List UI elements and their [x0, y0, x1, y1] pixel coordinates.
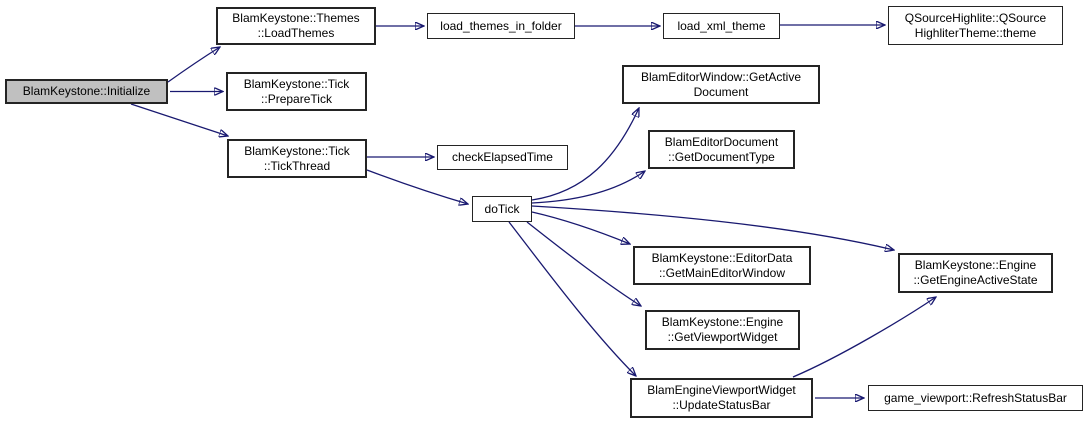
node-get-main-editor-window[interactable]: BlamKeystone::EditorData ::GetMainEditor…: [633, 246, 811, 285]
edge-initialize-load_themes: [167, 47, 220, 83]
node-refresh-status-bar[interactable]: game_viewport::RefreshStatusBar: [868, 385, 1083, 411]
node-tick-thread[interactable]: BlamKeystone::Tick ::TickThread: [227, 139, 367, 178]
node-label: BlamEditorDocument: [664, 134, 779, 149]
node-label: ::UpdateStatusBar: [672, 398, 771, 412]
edge-do_tick-get_main_editor_window: [531, 211, 630, 244]
node-load-xml-theme[interactable]: load_xml_theme: [663, 13, 780, 39]
node-label: ::TickThread: [263, 158, 331, 173]
node-label: load_xml_theme: [677, 18, 766, 33]
edge-do_tick-get_document_type: [531, 171, 645, 204]
node-label: ::GetEngineActiveState: [913, 273, 1038, 287]
edge-initialize-tick_thread: [130, 103, 228, 136]
node-label: BlamKeystone::Tick: [244, 143, 350, 158]
node-label: ::GetDocumentType: [668, 149, 775, 164]
node-label: BlamKeystone::Initialize: [22, 84, 151, 98]
node-label: ::LoadThemes: [257, 26, 335, 40]
node-label: Document: [693, 84, 749, 99]
edge-update_status_bar-get_engine_active_state: [792, 297, 936, 378]
node-initialize[interactable]: BlamKeystone::Initialize: [5, 79, 168, 104]
node-prepare-tick[interactable]: BlamKeystone::Tick ::PrepareTick: [226, 72, 367, 111]
node-label: doTick: [484, 201, 520, 216]
node-label: BlamKeystone::Engine: [661, 315, 784, 329]
node-label: checkElapsedTime: [452, 150, 553, 164]
node-load-themes-in-folder[interactable]: load_themes_in_folder: [427, 13, 575, 39]
edge-do_tick-get_active_document: [531, 108, 639, 201]
node-get-document-type[interactable]: BlamEditorDocument ::GetDocumentType: [648, 130, 795, 169]
node-label: BlamKeystone::Tick: [243, 76, 350, 91]
node-label: HighliterTheme::theme: [914, 25, 1037, 40]
node-get-viewport-widget[interactable]: BlamKeystone::Engine ::GetViewportWidget: [645, 310, 800, 350]
edge-do_tick-get_engine_active_state: [531, 205, 894, 250]
node-check-elapsed-time[interactable]: checkElapsedTime: [437, 145, 568, 170]
node-label: BlamKeystone::Engine: [914, 258, 1037, 272]
node-label: BlamKeystone::Themes: [232, 11, 360, 25]
node-do-tick[interactable]: doTick: [472, 196, 532, 222]
node-label: BlamKeystone::EditorData: [651, 250, 793, 265]
node-get-engine-active-state[interactable]: BlamKeystone::Engine ::GetEngineActiveSt…: [898, 253, 1053, 293]
node-update-status-bar[interactable]: BlamEngineViewportWidget ::UpdateStatusB…: [630, 378, 813, 418]
node-label: game_viewport::RefreshStatusBar: [884, 390, 1067, 405]
edge-do_tick-get_viewport_widget: [526, 221, 641, 306]
node-get-active-document[interactable]: BlamEditorWindow::GetActive Document: [622, 65, 820, 104]
edge-tick_thread-do_tick: [366, 169, 468, 204]
node-qsource-highliter-theme[interactable]: QSourceHighlite::QSource HighliterTheme:…: [888, 6, 1063, 45]
node-load-themes[interactable]: BlamKeystone::Themes ::LoadThemes: [216, 7, 376, 45]
edge-do_tick-update_status_bar: [508, 221, 636, 376]
node-label: BlamEditorWindow::GetActive: [640, 69, 802, 84]
node-label: ::GetViewportWidget: [667, 330, 778, 344]
node-label: QSourceHighlite::QSource: [904, 10, 1047, 25]
node-label: ::GetMainEditorWindow: [658, 265, 786, 280]
node-label: ::PrepareTick: [261, 91, 332, 106]
node-label: load_themes_in_folder: [440, 18, 562, 33]
node-label: BlamEngineViewportWidget: [647, 383, 796, 397]
